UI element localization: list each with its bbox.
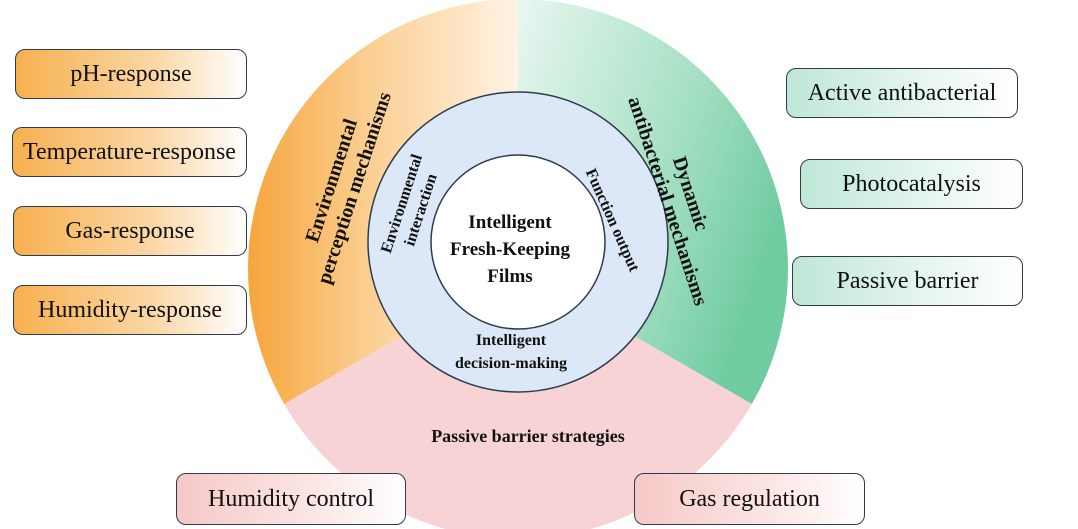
inner-label-bottom-line1: Intelligent xyxy=(476,332,547,349)
box-label: Temperature-response xyxy=(23,138,236,165)
box-label: Passive barrier xyxy=(836,267,979,294)
center-circle xyxy=(430,154,606,330)
box-label: Gas regulation xyxy=(679,485,820,512)
box-label: pH-response xyxy=(70,60,192,87)
box-gas-response: Gas-response xyxy=(13,206,247,256)
box-passive-barrier: Passive barrier xyxy=(792,256,1023,306)
center-title-line2: Fresh-Keeping xyxy=(450,239,570,260)
center-title-line3: Films xyxy=(487,266,532,287)
inner-label-bottom-line2: decision-making xyxy=(455,355,567,372)
box-photocatalysis: Photocatalysis xyxy=(800,159,1023,209)
box-temperature-response: Temperature-response xyxy=(12,127,247,177)
barrier-label: Passive barrier strategies xyxy=(431,426,625,446)
box-label: Humidity control xyxy=(208,485,374,512)
box-label: Photocatalysis xyxy=(842,170,981,197)
box-ph-response: pH-response xyxy=(15,49,247,99)
barrier-sector xyxy=(284,269,752,529)
box-label: Humidity-response xyxy=(38,296,222,323)
box-gas-regulation: Gas regulation xyxy=(634,473,865,525)
box-active-antibacterial: Active antibacterial xyxy=(786,68,1018,118)
box-humidity-response: Humidity-response xyxy=(13,285,247,335)
box-humidity-control: Humidity control xyxy=(176,473,406,525)
center-title-line1: Intelligent xyxy=(468,212,552,233)
box-label: Active antibacterial xyxy=(807,79,997,106)
box-label: Gas-response xyxy=(65,217,195,244)
